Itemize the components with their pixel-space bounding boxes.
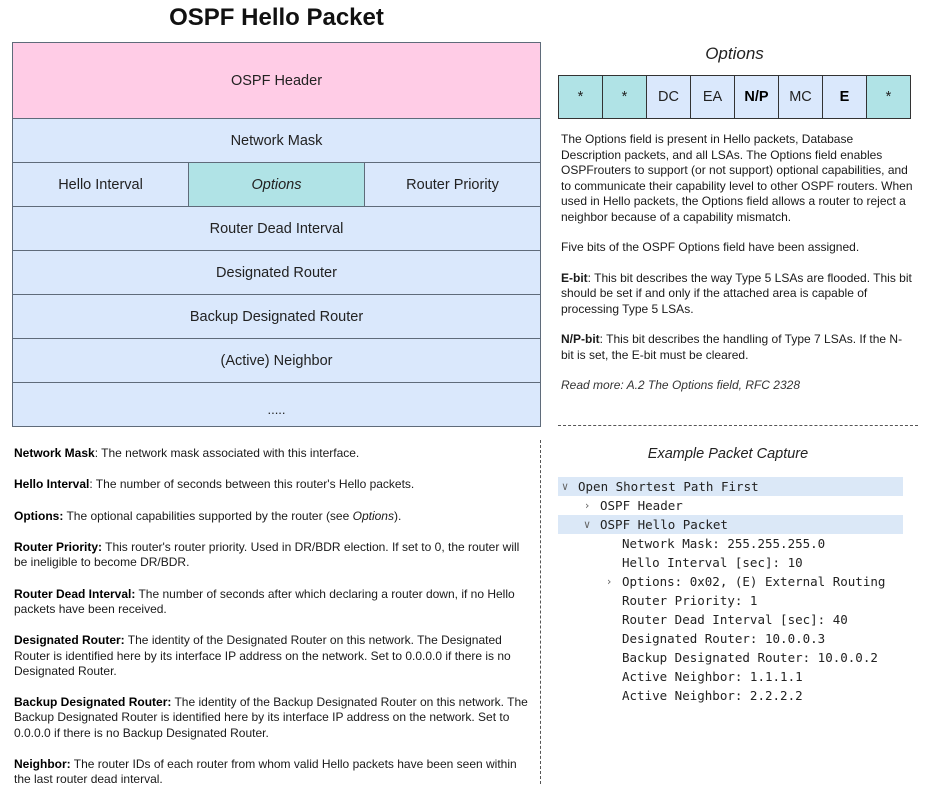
capture-tree-node[interactable]: ∨ OSPF Hello Packet — [558, 515, 903, 534]
capture-node-text: Open Shortest Path First — [578, 479, 759, 494]
capture-node-text: Active Neighbor: 2.2.2.2 — [622, 688, 803, 703]
router-dead-interval-cell: Router Dead Interval — [209, 220, 344, 237]
capture-node-text: Router Dead Interval [sec]: 40 — [622, 612, 848, 627]
field-text: : The number of seconds between this rou… — [89, 477, 415, 492]
designated-router-row: Designated Router — [12, 251, 541, 295]
ebit-label: E-bit — [561, 270, 588, 285]
capture-tree-node[interactable]: Backup Designated Router: 10.0.0.2 — [558, 648, 903, 667]
options-bit-ea: EA — [690, 76, 734, 118]
capture-node-text: Backup Designated Router: 10.0.0.2 — [622, 650, 878, 665]
chevron-down-icon[interactable]: ∨ — [561, 480, 569, 493]
field-text: The identity of the Backup Designated Ro… — [14, 695, 528, 740]
field-text: The optional capabilities supported by t… — [63, 508, 353, 523]
field-label: Neighbor: — [14, 756, 71, 771]
options-bit-1: * — [602, 76, 646, 118]
field-desc-network-mask: Network Mask: The network mask associate… — [14, 446, 534, 461]
field-label: Options: — [14, 508, 64, 523]
active-neighbor-cell: (Active) Neighbor — [220, 352, 333, 369]
active-neighbor-row: (Active) Neighbor — [12, 339, 541, 383]
capture-node-text: Network Mask: 255.255.255.0 — [622, 536, 826, 551]
network-mask-row: Network Mask — [12, 119, 541, 163]
capture-node-text: Active Neighbor: 1.1.1.1 — [622, 669, 803, 684]
field-desc-neighbor: Neighbor: The router IDs of each router … — [14, 757, 534, 787]
field-desc-options: Options: The optional capabilities suppo… — [14, 509, 534, 524]
capture-node-text: Hello Interval [sec]: 10 — [622, 555, 803, 570]
field-text: The identity of the Designated Router on… — [14, 633, 511, 678]
field-text: The router IDs of each router from whom … — [14, 756, 517, 787]
capture-tree-node[interactable]: ∨ Open Shortest Path First — [558, 477, 903, 496]
field-label: Backup Designated Router: — [14, 695, 172, 710]
field-desc-designated-router: Designated Router: The identity of the D… — [14, 633, 534, 679]
capture-node-text: Router Priority: 1 — [622, 593, 758, 608]
capture-tree-node[interactable]: Active Neighbor: 2.2.2.2 — [558, 686, 903, 705]
field-suffix: ). — [393, 508, 402, 523]
options-bit-mc: MC — [778, 76, 822, 118]
options-description: The Options field is present in Hello pa… — [561, 132, 913, 409]
horizontal-divider — [558, 425, 918, 426]
capture-tree-node[interactable]: Network Mask: 255.255.255.0 — [558, 534, 903, 553]
npbit-label: N/P-bit — [561, 332, 600, 346]
options-title: Options — [705, 44, 764, 63]
designated-router-cell: Designated Router — [216, 264, 337, 281]
page-title: OSPF Hello Packet — [169, 4, 384, 31]
capture-tree-node[interactable]: Designated Router: 10.0.0.3 — [558, 629, 903, 648]
chevron-right-icon[interactable]: › — [583, 499, 591, 512]
field-text: : The network mask associated with this … — [94, 446, 360, 460]
capture-node-text: Designated Router: 10.0.0.3 — [622, 631, 826, 646]
options-bit-np: N/P — [734, 76, 778, 118]
npbit-text: : This bit describes the handling of Typ… — [561, 332, 903, 362]
packet-capture-tree[interactable]: ∨ Open Shortest Path First › OSPF Header ∨ OS… — [558, 477, 903, 705]
backup-designated-router-cell: Backup Designated Router — [189, 308, 364, 325]
ospf-header-row: OSPF Header — [12, 42, 541, 119]
npbit-paragraph: N/P-bit: This bit describes the handling… — [561, 332, 913, 363]
capture-node-text: OSPF Header — [600, 498, 683, 513]
field-label: Router Priority: — [14, 540, 103, 555]
field-label: Router Dead Interval: — [14, 586, 136, 601]
capture-tree-node[interactable]: Router Dead Interval [sec]: 40 — [558, 610, 903, 629]
packet-diagram: OSPF Header Network Mask Hello Interval … — [12, 42, 541, 427]
capture-tree-node[interactable]: Hello Interval [sec]: 10 — [558, 553, 903, 572]
field-desc-router-dead-interval: Router Dead Interval: The number of seco… — [14, 587, 534, 617]
vertical-divider — [540, 440, 541, 784]
ebit-paragraph: E-bit: This bit describes the way Type 5… — [561, 271, 913, 318]
network-mask-cell: Network Mask — [230, 132, 323, 149]
ellipsis-row: ..... — [12, 383, 541, 427]
ellipsis-cell: ..... — [267, 402, 286, 417]
field-text: The number of seconds after which declar… — [14, 586, 515, 616]
chevron-right-icon[interactable]: › — [605, 575, 613, 588]
backup-designated-router-row: Backup Designated Router — [12, 295, 541, 339]
capture-node-text: Options: 0x02, (E) External Routing — [622, 574, 886, 589]
options-bits-assigned-paragraph: Five bits of the OSPF Options field have… — [561, 240, 860, 254]
field-desc-router-priority: Router Priority: This router's router pr… — [14, 540, 534, 570]
field-descriptions: Network Mask: The network mask associate… — [14, 446, 534, 792]
hello-interval-cell: Hello Interval — [58, 176, 143, 193]
field-label: Designated Router: — [14, 633, 125, 648]
options-intro-paragraph: The Options field is present in Hello pa… — [561, 132, 913, 224]
capture-tree-node[interactable]: Router Priority: 1 — [558, 591, 903, 610]
interval-options-priority-row: Hello Interval Options Router Priority — [12, 163, 541, 207]
capture-title: Example Packet Capture — [647, 446, 809, 462]
options-cell: Options — [188, 163, 364, 206]
options-bit-e: E — [822, 76, 866, 118]
chevron-down-icon[interactable]: ∨ — [583, 518, 591, 531]
field-desc-hello-interval: Hello Interval: The number of seconds be… — [14, 477, 534, 492]
field-text: This router's router priority. Used in D… — [14, 540, 520, 570]
capture-tree-node[interactable]: Active Neighbor: 1.1.1.1 — [558, 667, 903, 686]
options-bit-7: * — [866, 76, 910, 118]
capture-tree-node[interactable]: › OSPF Header — [558, 496, 903, 515]
options-bit-dc: DC — [646, 76, 690, 118]
router-priority-cell: Router Priority — [364, 163, 540, 206]
field-desc-backup-designated-router: Backup Designated Router: The identity o… — [14, 695, 534, 741]
ebit-text: : This bit describes the way Type 5 LSAs… — [561, 270, 912, 316]
ospf-header-cell: OSPF Header — [230, 72, 323, 89]
read-more-reference: Read more: A.2 The Options field, RFC 23… — [561, 378, 801, 392]
router-dead-interval-row: Router Dead Interval — [12, 207, 541, 251]
options-bit-0: * — [559, 76, 602, 118]
field-label: Network Mask — [14, 446, 95, 460]
capture-node-text: OSPF Hello Packet — [600, 517, 728, 532]
field-label: Hello Interval — [14, 477, 90, 492]
capture-tree-node[interactable]: › Options: 0x02, (E) External Routing — [558, 572, 903, 591]
options-bit-field: * * DC EA N/P MC E * — [558, 75, 911, 119]
field-italic-ref: Options — [352, 508, 394, 523]
